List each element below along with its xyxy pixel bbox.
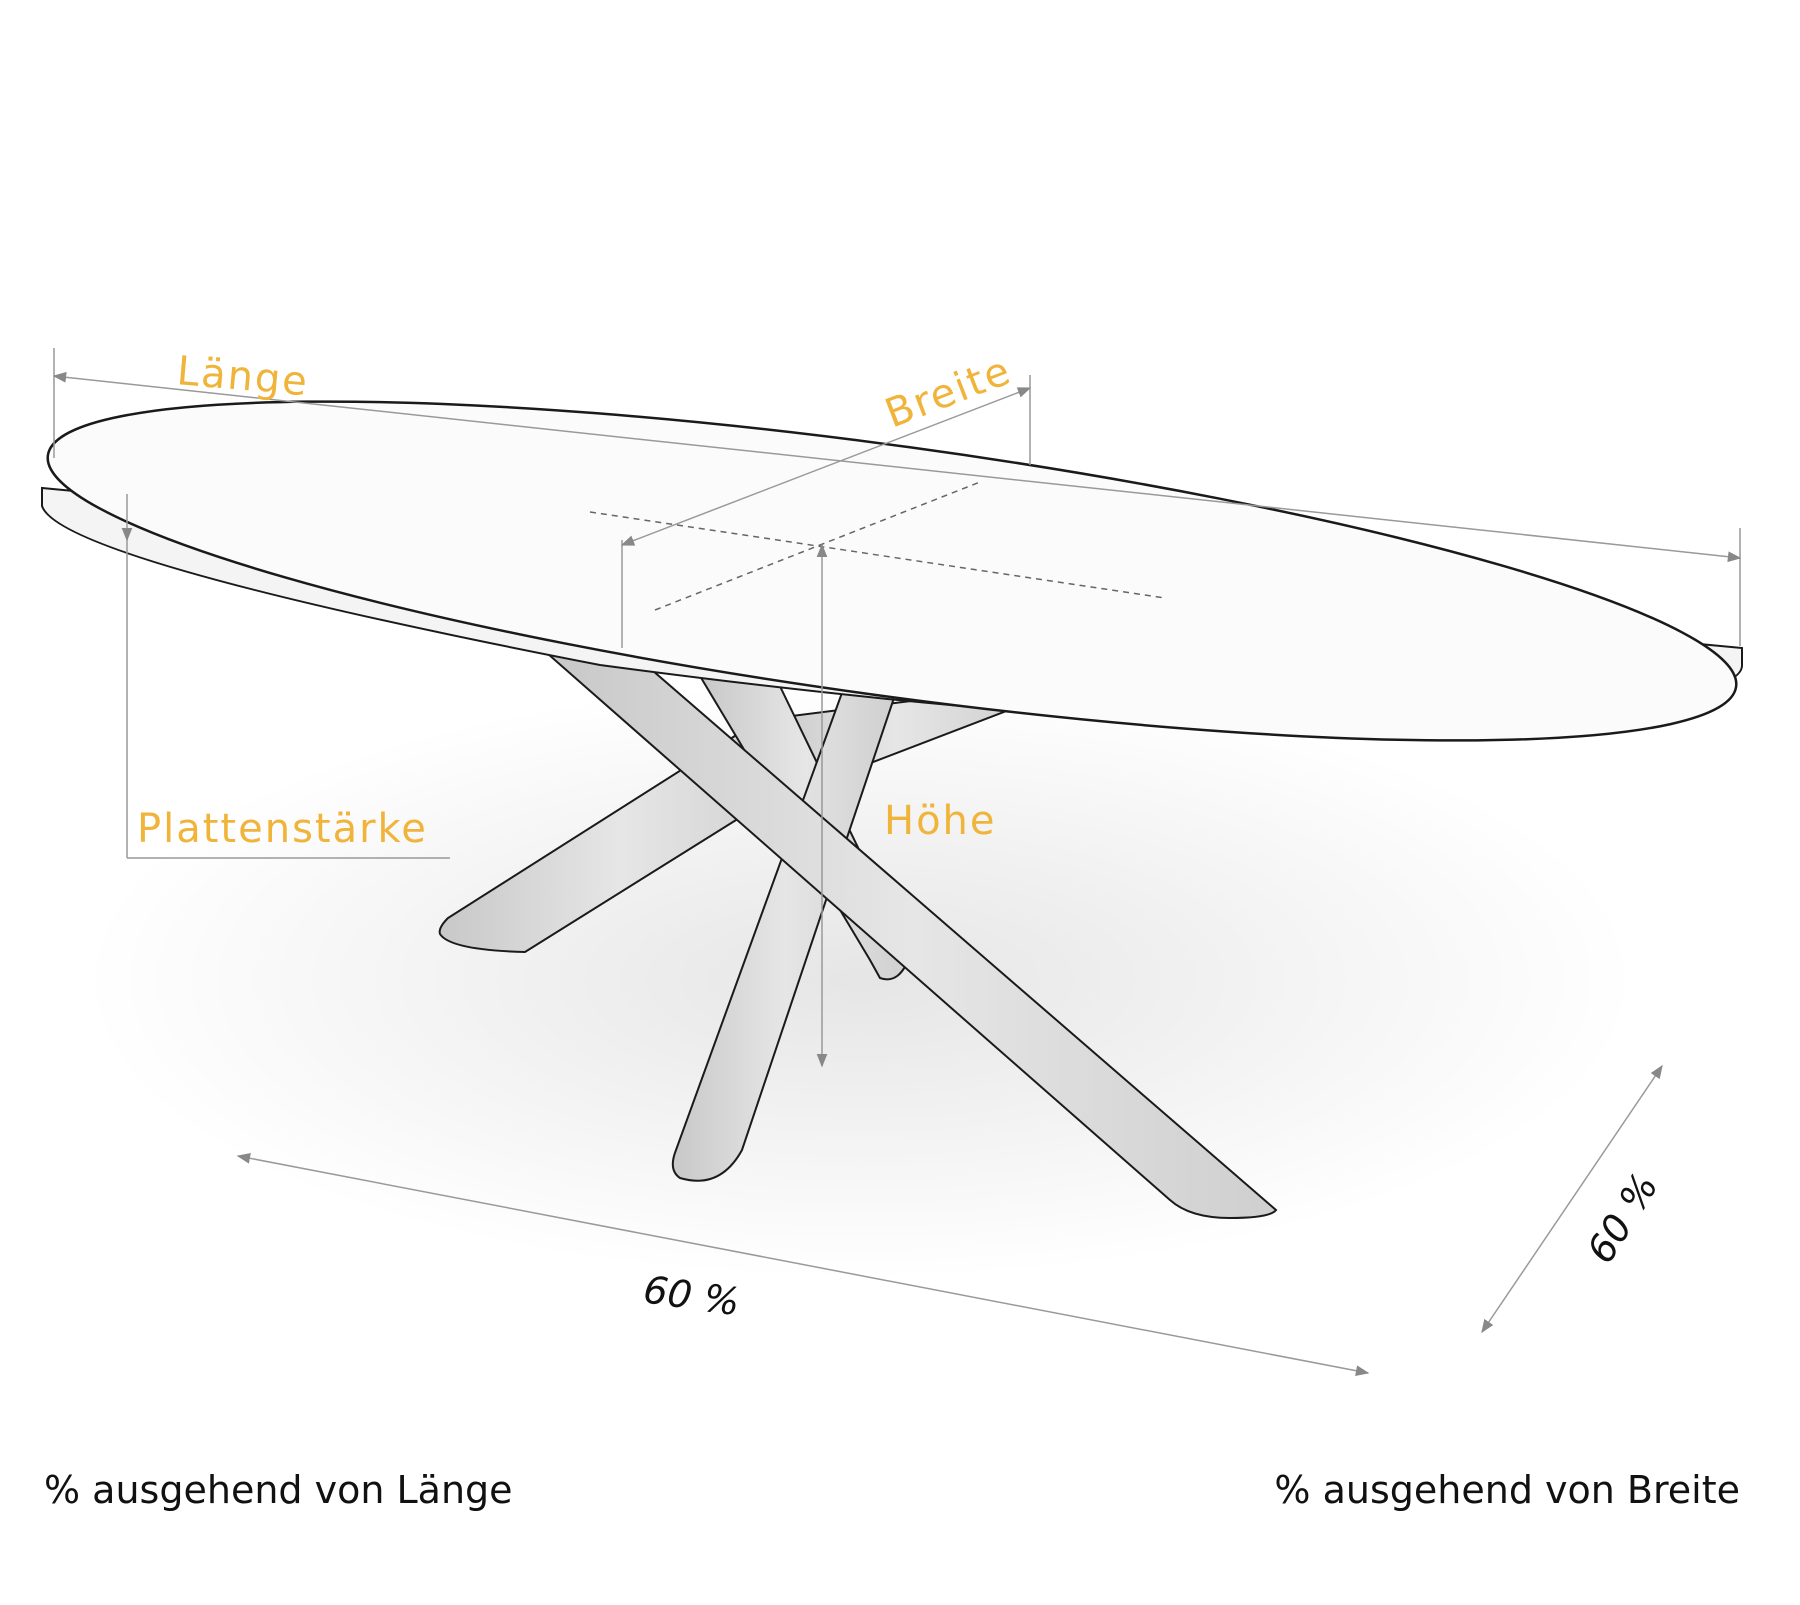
- percent-length-arrow: [236, 1152, 1370, 1377]
- label-hoehe: Höhe: [884, 798, 997, 844]
- label-laenge: Länge: [175, 348, 311, 405]
- label-plattenstaerke: Plattenstärke: [137, 806, 428, 852]
- caption-right: % ausgehend von Breite: [1274, 1468, 1740, 1512]
- percent-width-arrow: [1481, 1064, 1663, 1334]
- floor-shadow: [80, 680, 1640, 1280]
- caption-left: % ausgehend von Länge: [44, 1468, 513, 1512]
- dimension-plattenstaerke: [121, 494, 450, 859]
- percent-width-value: 60 %: [1578, 1166, 1666, 1271]
- label-breite: Breite: [879, 347, 1018, 437]
- dimension-breite: [620, 375, 1032, 648]
- percent-length-value: 60 %: [641, 1267, 743, 1324]
